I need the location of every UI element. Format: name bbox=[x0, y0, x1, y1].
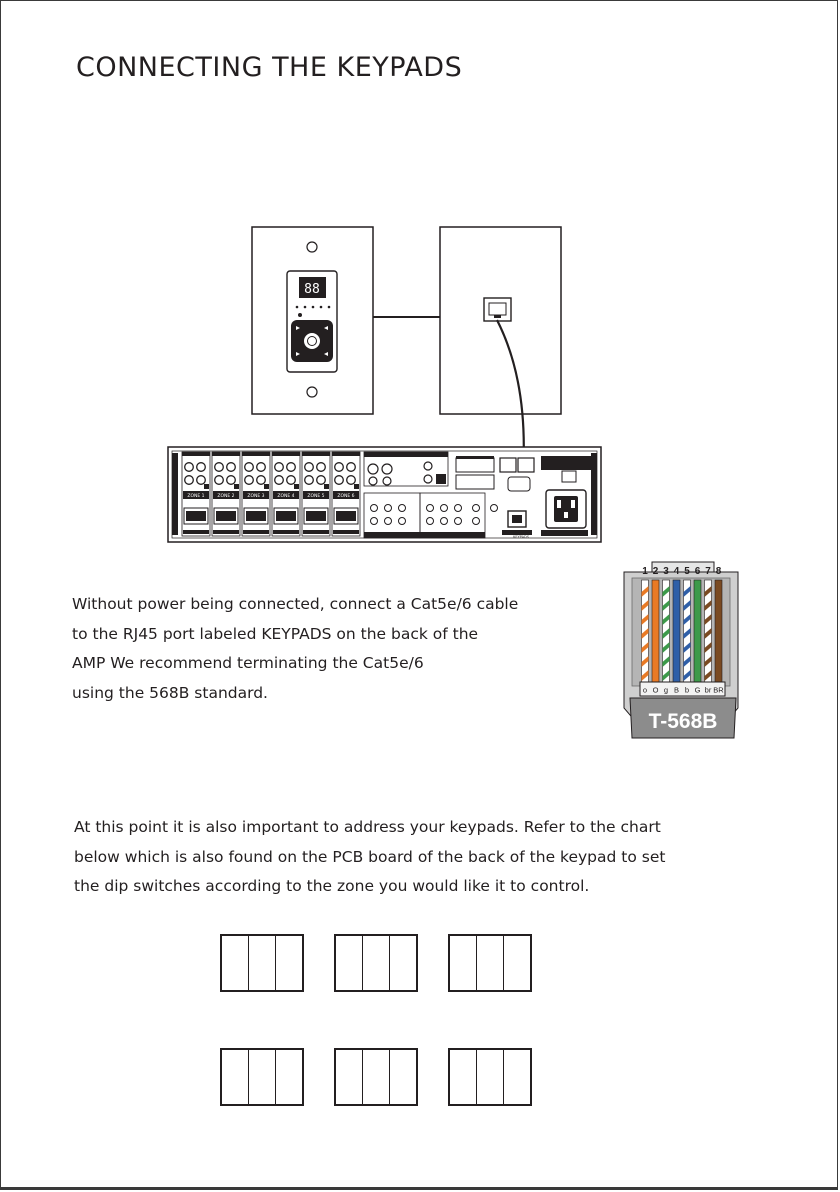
dip-switch-chart bbox=[334, 934, 418, 992]
paragraph-line: using the 568B standard. bbox=[72, 683, 268, 702]
wire-label: B bbox=[674, 686, 679, 695]
standard-label: T-568B bbox=[649, 710, 718, 733]
paragraph-line: AMP We recommend terminating the Cat5e/6 bbox=[72, 654, 424, 672]
wire-label: br bbox=[705, 686, 712, 695]
keypad-display-digits: 88 bbox=[304, 282, 320, 297]
pin-number: 2 bbox=[653, 566, 659, 577]
wire-label: g bbox=[664, 686, 668, 695]
zone-label: ZONE 3 bbox=[247, 493, 264, 499]
pin-number: 7 bbox=[705, 566, 711, 577]
pin-number: 3 bbox=[663, 566, 669, 577]
paragraph-line: At this point it is also important to ad… bbox=[74, 818, 661, 836]
zone-label: ZONE 5 bbox=[307, 493, 324, 499]
rj45-wallplate bbox=[439, 226, 562, 415]
wire-label: BR bbox=[713, 686, 724, 695]
wire bbox=[693, 579, 702, 683]
zone-label: ZONE 4 bbox=[277, 493, 294, 499]
amplifier-rear-panel: ZONE 1 ZONE 2 ZONE 3 ZONE 4 ZONE 5 ZONE 6 bbox=[167, 446, 602, 543]
paragraph-line: Without power being connected, connect a… bbox=[72, 595, 519, 613]
dip-switch-chart bbox=[220, 1048, 304, 1106]
wire-label: G bbox=[695, 686, 701, 695]
wire bbox=[714, 579, 723, 683]
paragraph-line: the dip switches according to the zone y… bbox=[74, 877, 590, 895]
pin-number: 8 bbox=[716, 566, 722, 577]
pin-number: 1 bbox=[642, 566, 648, 577]
wire-label: b bbox=[685, 686, 689, 695]
dip-switch-chart bbox=[448, 934, 532, 992]
dip-switch-chart bbox=[220, 934, 304, 992]
pin-number: 5 bbox=[684, 566, 690, 577]
pin-number: 4 bbox=[674, 566, 680, 577]
wire bbox=[672, 579, 681, 683]
amp-port-label: KEYPADS bbox=[513, 535, 530, 539]
wire-label: O bbox=[653, 686, 659, 695]
zone-label: ZONE 2 bbox=[217, 493, 234, 499]
instruction-paragraph-1: Without power being connected, connect a… bbox=[72, 590, 518, 708]
page-title: CONNECTING THE KEYPADS bbox=[76, 52, 463, 83]
pin-number: 6 bbox=[695, 566, 701, 577]
keypad-display bbox=[299, 277, 326, 298]
paragraph-line: below which is also found on the PCB boa… bbox=[74, 847, 666, 866]
dip-switch-chart bbox=[334, 1048, 418, 1106]
wire bbox=[651, 579, 660, 683]
zone-label: ZONE 1 bbox=[187, 493, 204, 499]
wire-label: o bbox=[643, 686, 647, 695]
instruction-paragraph-2: At this point it is also important to ad… bbox=[74, 813, 665, 902]
keypad-wallplate: 88 bbox=[251, 226, 374, 415]
dip-switch-chart bbox=[448, 1048, 532, 1106]
zone-label: ZONE 6 bbox=[337, 493, 354, 499]
paragraph-line: to the RJ45 port labeled KEYPADS on the … bbox=[72, 624, 479, 643]
